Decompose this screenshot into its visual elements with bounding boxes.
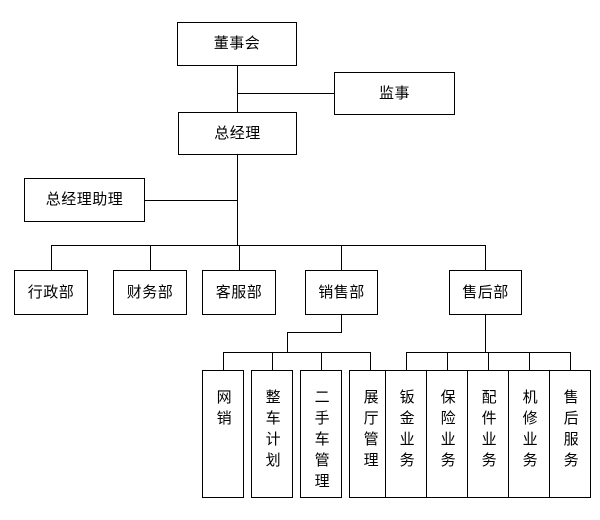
connector-sales-jog [287,332,342,333]
node-supervisor[interactable]: 监事 [334,72,455,115]
connector-aftersales-bus-to-mechanical [529,352,530,370]
node-label: 售后服务 [561,389,580,473]
connector-bus-to-sales [341,245,342,270]
node-department-aftersales[interactable]: 售后部 [449,270,522,315]
node-label: 财务部 [126,282,174,301]
connector-gm-link-to-supervisor [237,93,334,94]
node-sales-unit-used-car-management[interactable]: 二手车管理 [300,370,342,498]
connector-aftersales-bus-to-insurance [447,352,448,370]
connector-sales-bus-to-showroom [370,352,371,370]
connector-sales-drop-1 [341,315,342,333]
node-aftersales-unit-insurance[interactable]: 保险业务 [426,370,468,498]
node-label: 配件业务 [479,389,498,473]
department-bus-line [51,245,486,246]
connector-bus-to-finance [150,245,151,270]
node-label: 网销 [214,389,233,431]
node-label: 机修业务 [520,389,539,473]
node-aftersales-unit-after-sales-service[interactable]: 售后服务 [549,370,591,498]
node-aftersales-unit-mechanical-repair[interactable]: 机修业务 [508,370,550,498]
node-department-sales[interactable]: 销售部 [305,270,378,315]
connector-sales-bus-to-vehicle-plan [272,352,273,370]
node-sales-unit-showroom-management[interactable]: 展厅管理 [349,370,391,498]
node-label: 保险业务 [438,389,457,473]
node-label: 行政部 [27,282,75,301]
node-label: 售后部 [462,282,509,301]
node-gm-assistant[interactable]: 总经理助理 [24,178,145,222]
connector-bus-to-administration [51,245,52,270]
connector-bus-to-customer-service [239,245,240,270]
node-aftersales-unit-bodywork[interactable]: 钣金业务 [385,370,427,498]
connector-sales-bus-to-used-car [321,352,322,370]
node-label: 整车计划 [263,389,282,473]
node-label: 钣金业务 [397,389,416,473]
connector-aftersales-bus-to-parts [488,352,489,370]
sales-subunit-bus-line [223,352,371,353]
node-label: 监事 [378,83,410,102]
node-label: 总经理 [214,123,261,142]
connector-board-to-gm [237,66,238,112]
node-general-manager[interactable]: 总经理 [178,112,297,155]
connector-aftersales-bus-to-service [570,352,571,370]
node-department-customer-service[interactable]: 客服部 [202,270,276,315]
node-label: 客服部 [215,282,263,301]
node-label: 二手车管理 [312,389,331,494]
connector-aftersales-drop [485,315,486,353]
connector-gm-link-to-assistant [145,200,238,201]
connector-sales-drop-2 [287,332,288,353]
node-board-of-directors[interactable]: 董事会 [177,22,297,66]
node-sales-unit-vehicle-planning[interactable]: 整车计划 [251,370,293,498]
node-label: 销售部 [318,282,365,301]
connector-bus-to-aftersales [485,245,486,270]
connector-aftersales-bus-to-bodywork [406,352,407,370]
node-label: 总经理助理 [45,190,124,209]
node-sales-unit-online-sales[interactable]: 网销 [202,370,244,498]
node-label: 董事会 [213,34,261,53]
connector-sales-bus-to-online [223,352,224,370]
node-label: 展厅管理 [361,389,380,473]
node-department-finance[interactable]: 财务部 [113,270,187,315]
node-department-administration[interactable]: 行政部 [14,270,88,315]
node-aftersales-unit-parts[interactable]: 配件业务 [467,370,509,498]
